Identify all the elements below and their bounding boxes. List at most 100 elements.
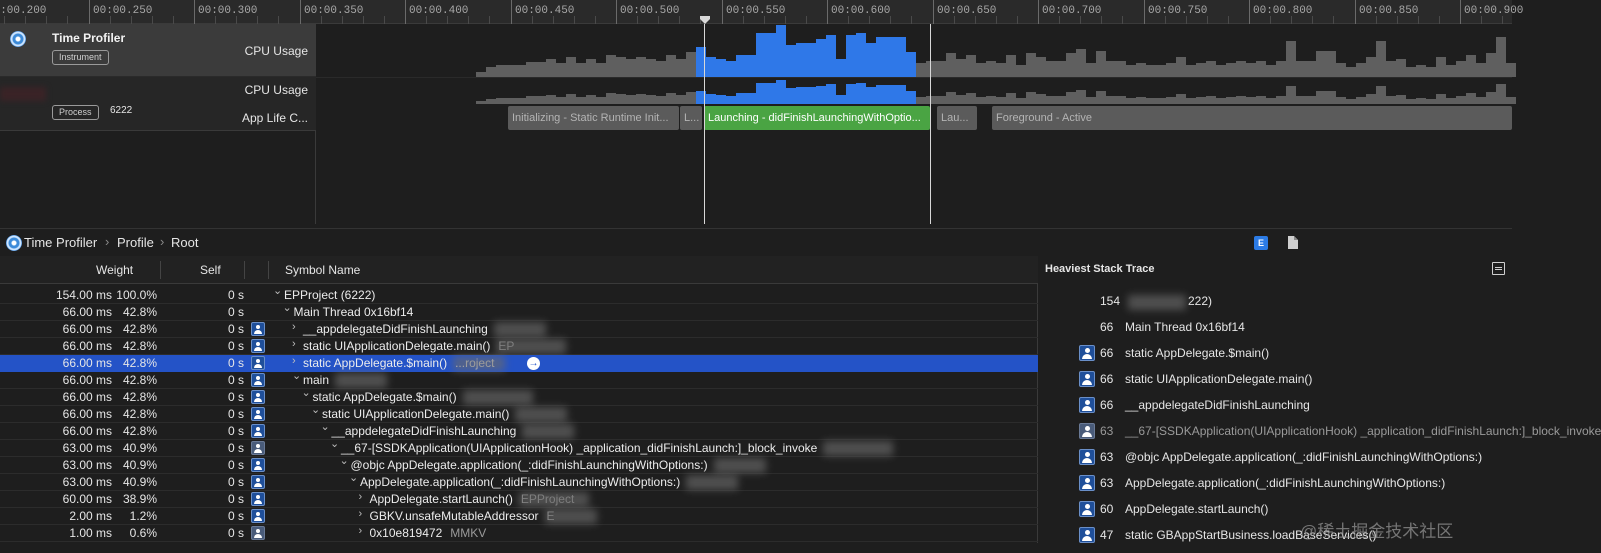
stack-frame-symbol: Main Thread 0x16bf14	[1125, 320, 1245, 334]
track-graph-area[interactable]: Initializing - Static Runtime Init...L..…	[316, 24, 1516, 224]
sample-count: 66	[1100, 346, 1114, 360]
disclosure-collapsed-icon[interactable]: ›	[292, 321, 296, 333]
lifecycle-segment[interactable]: Lau...	[937, 106, 977, 130]
self-time: 0 s	[227, 458, 244, 472]
disclosure-collapsed-icon[interactable]: ›	[292, 338, 296, 350]
disclosure-collapsed-icon[interactable]: ›	[358, 491, 363, 503]
ruler-minor-tick	[553, 16, 554, 24]
process-cpu-usage-bar	[656, 96, 666, 104]
process-cpu-usage-bar	[1026, 92, 1036, 104]
disclosure-collapsed-icon[interactable]: ›	[292, 355, 296, 367]
process-cpu-usage-bar	[1456, 96, 1466, 104]
lifecycle-segment[interactable]: Initializing - Static Runtime Init...	[508, 106, 679, 130]
document-icon[interactable]	[1287, 235, 1299, 250]
column-divider[interactable]	[244, 261, 245, 279]
cpu-usage-bar	[746, 55, 756, 77]
disclosure-expanded-icon[interactable]: ⌄	[320, 421, 330, 433]
weight-ms: 66.00 ms	[62, 407, 112, 421]
cpu-usage-bar	[1456, 61, 1466, 77]
disclosure-expanded-icon[interactable]: ⌄	[349, 472, 359, 484]
stack-frame-row[interactable]: 66__appdelegateDidFinishLaunching	[1038, 397, 1512, 423]
self-column-header[interactable]: Self	[200, 263, 221, 277]
process-cpu-usage-bar	[1506, 97, 1516, 104]
stack-trace-options-icon[interactable]	[1492, 262, 1505, 275]
redacted-text	[823, 441, 894, 456]
cpu-usage-bar	[1376, 41, 1386, 77]
process-track-header[interactable]: CPU Usage Process 6222 App Life C...	[0, 77, 316, 131]
cpu-usage-bar	[986, 61, 996, 77]
ruler-tick: 00:00.550	[722, 0, 785, 24]
redacted-text	[1128, 295, 1186, 310]
process-cpu-usage-bar	[1166, 97, 1176, 104]
stack-frame-row[interactable]: 63__67-[SSDKApplication(UIApplicationHoo…	[1038, 423, 1601, 449]
cpu-usage-graph	[316, 25, 1516, 104]
disclosure-expanded-icon[interactable]: ⌄	[273, 285, 283, 297]
disclosure-collapsed-icon[interactable]: ›	[358, 525, 363, 537]
selection-start-line[interactable]	[704, 24, 705, 224]
cpu-usage-bar	[876, 37, 886, 77]
stack-frame-symbol: __67-[SSDKApplication(UIApplicationHook)…	[1125, 424, 1601, 438]
playhead-icon[interactable]	[700, 16, 710, 24]
disclosure-expanded-icon[interactable]: ⌄	[301, 387, 311, 399]
process-cpu-usage-bar	[916, 97, 926, 104]
ruler-minor-tick	[1376, 16, 1377, 24]
redacted-text	[335, 373, 388, 388]
disclosure-expanded-icon[interactable]: ⌄	[339, 455, 349, 467]
stack-frame-row[interactable]: 63@objc AppDelegate.application(_:didFin…	[1038, 449, 1512, 475]
ruler-minor-tick	[1122, 16, 1123, 24]
timeline-ruler[interactable]: 00:00.20000:00.25000:00.30000:00.35000:0…	[0, 0, 1523, 24]
breadcrumb-profile[interactable]: Profile	[117, 235, 154, 250]
ruler-minor-tick	[1101, 16, 1102, 24]
disclosure-expanded-icon[interactable]: ⌄	[282, 302, 292, 314]
disclosure-expanded-icon[interactable]: ⌄	[311, 404, 321, 416]
ruler-tick-label: 00:00.200	[0, 5, 47, 17]
symbol-name: AppDelegate.application(_:didFinishLaunc…	[360, 475, 681, 489]
lifecycle-segment[interactable]: Launching - didFinishLaunchingWithOptio.…	[704, 106, 930, 130]
process-cpu-usage-bar	[1366, 94, 1376, 104]
redacted-text	[713, 458, 766, 473]
extended-detail-button[interactable]: E	[1254, 236, 1268, 250]
go-to-source-icon[interactable]: →	[527, 357, 540, 370]
disclosure-expanded-icon[interactable]: ⌄	[330, 438, 340, 450]
process-cpu-usage-bar	[1046, 96, 1056, 104]
symbol-name-column-header[interactable]: Symbol Name	[285, 263, 361, 277]
column-divider[interactable]	[160, 261, 161, 279]
ruler-minor-tick	[110, 16, 111, 24]
breadcrumb-time-profiler[interactable]: Time Profiler	[24, 235, 98, 250]
disclosure-expanded-icon[interactable]: ⌄	[292, 370, 302, 382]
weight-column-header[interactable]: Weight	[96, 263, 134, 277]
time-profiler-track-header[interactable]: Time Profiler Instrument CPU Usage	[0, 24, 316, 77]
column-divider[interactable]	[268, 261, 269, 279]
selection-end-line[interactable]	[930, 24, 931, 224]
lifecycle-segment[interactable]: Foreground - Active	[992, 106, 1512, 130]
breadcrumb-root[interactable]: Root	[171, 235, 199, 250]
process-cpu-usage-bar	[1116, 96, 1126, 104]
lifecycle-segment[interactable]: L...	[680, 106, 702, 130]
process-id: 6222	[110, 105, 133, 116]
disclosure-collapsed-icon[interactable]: ›	[358, 508, 363, 520]
process-cpu-usage-bar	[756, 83, 766, 104]
